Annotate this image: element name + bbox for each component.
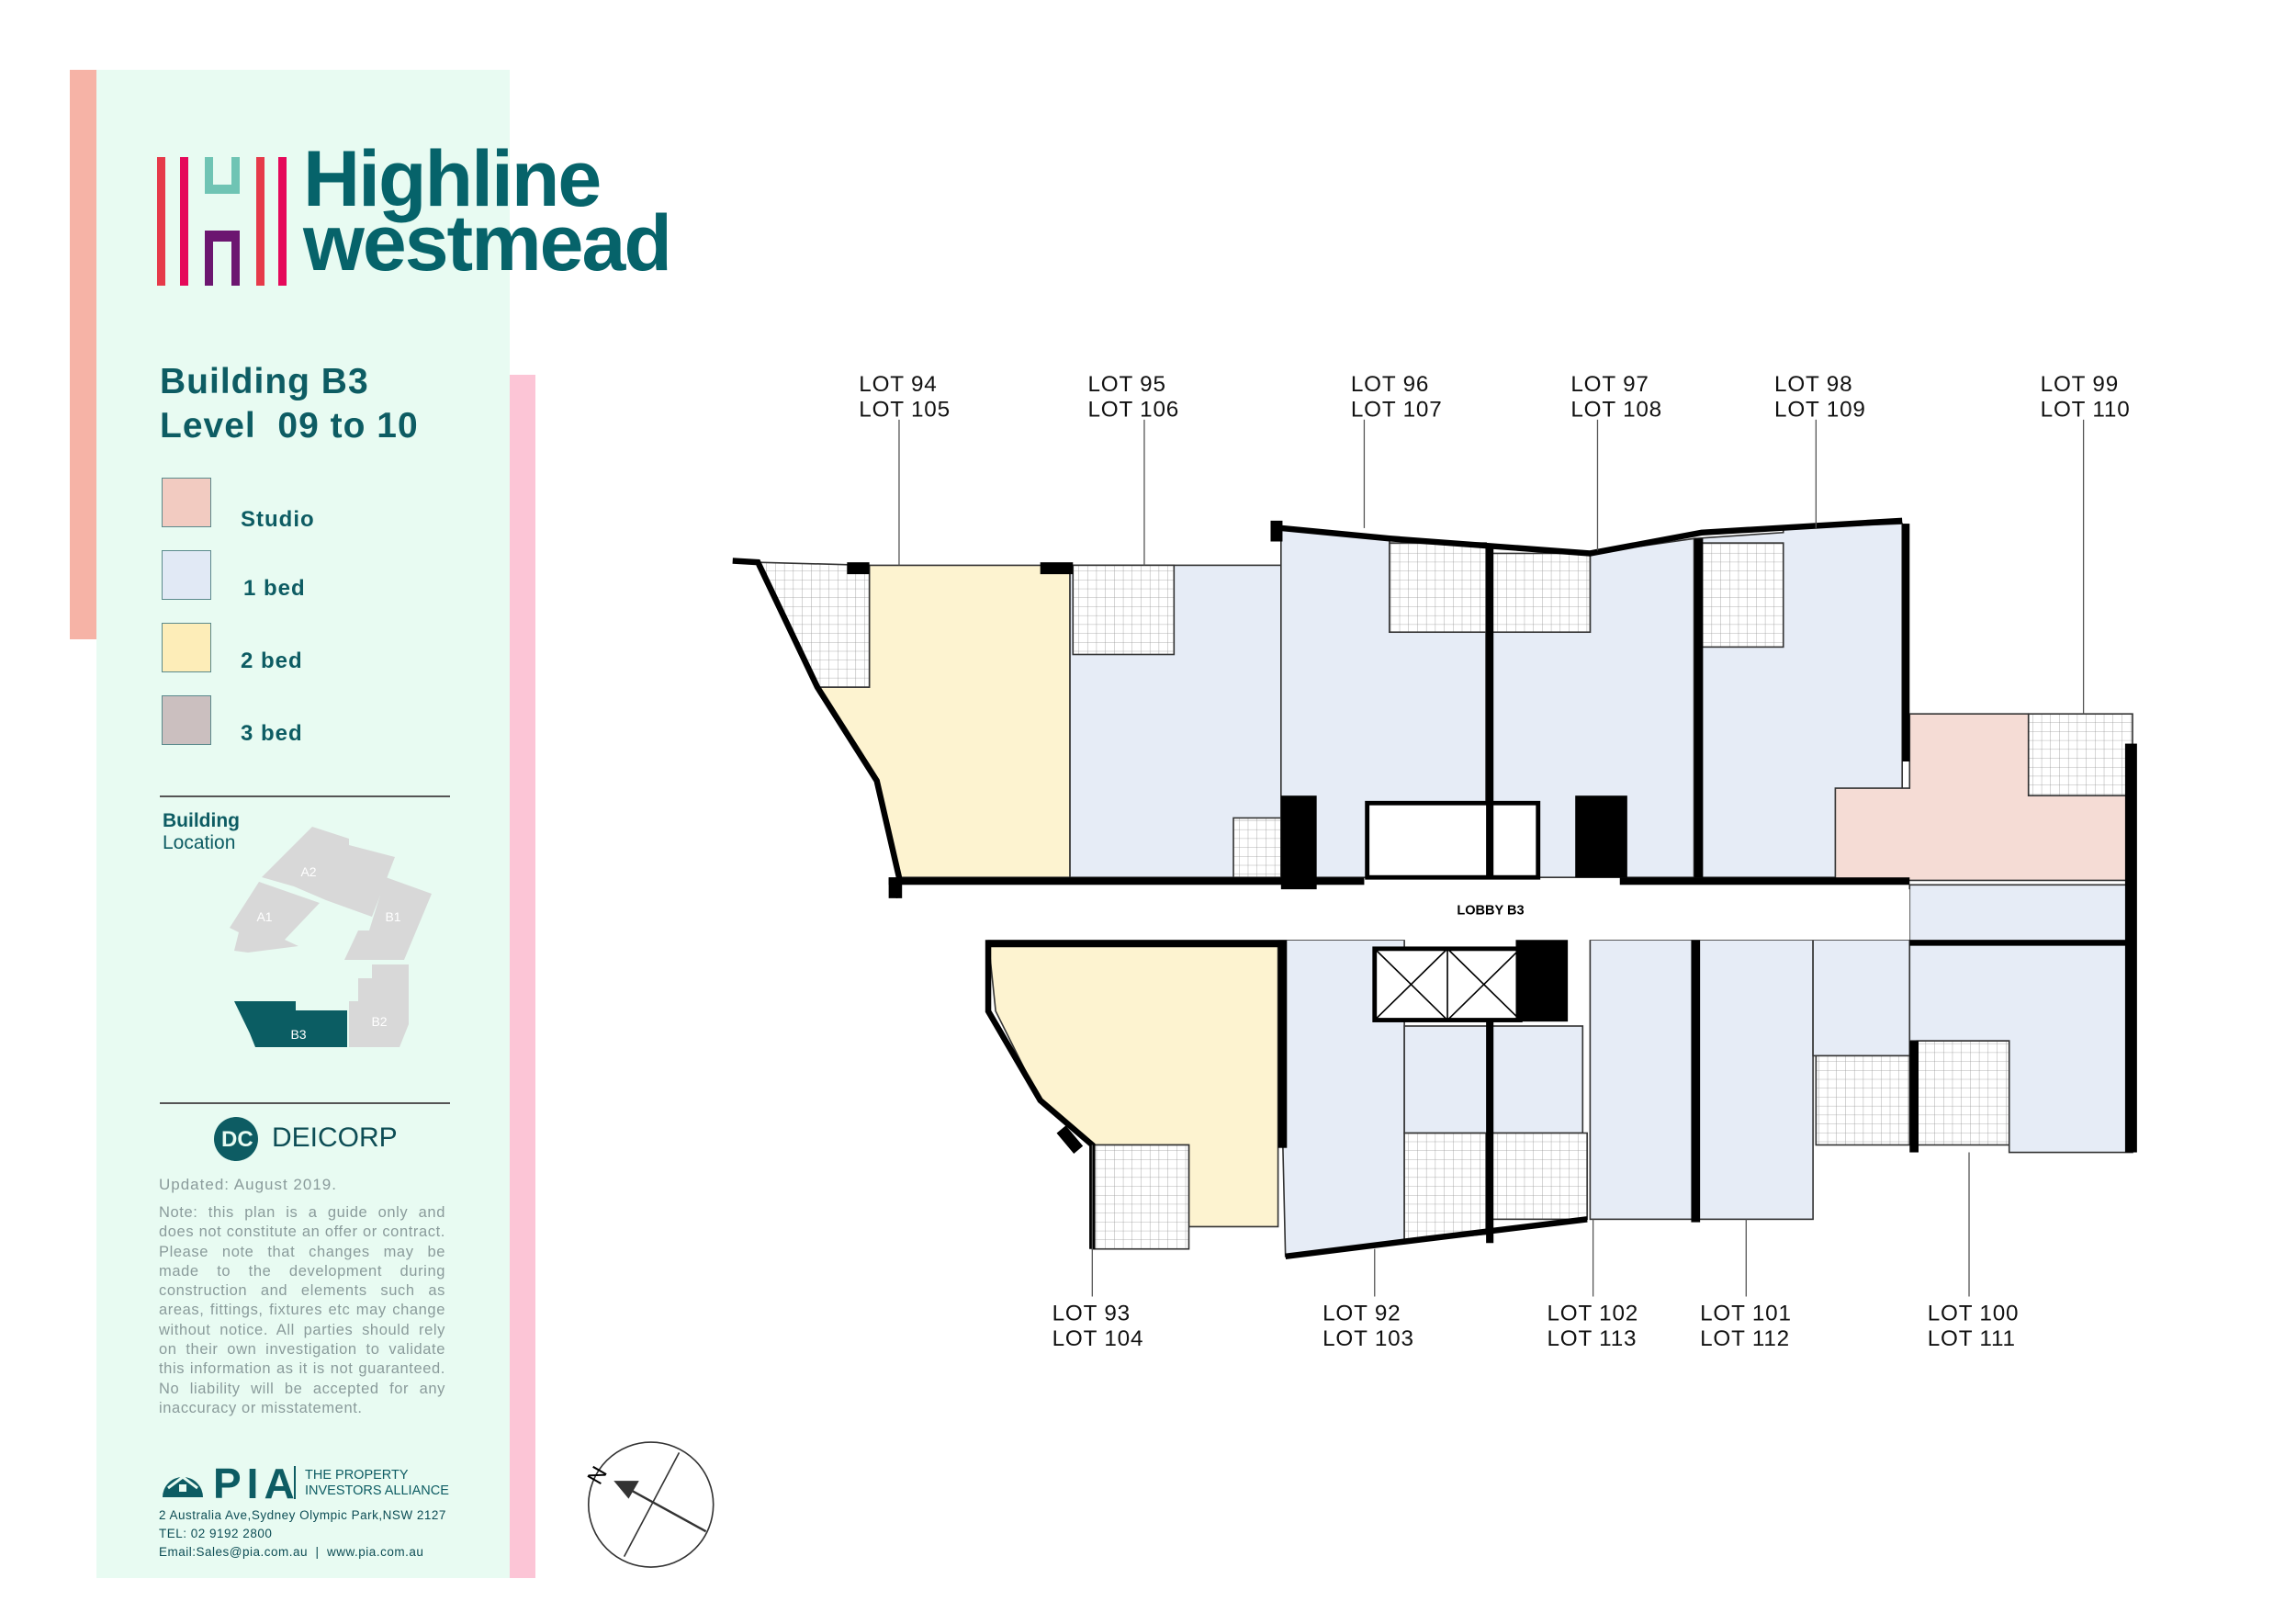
disclaimer-note: Note: this plan is a guide only and does… bbox=[159, 1204, 445, 1416]
compass-circle bbox=[587, 1441, 715, 1568]
map-label-A1: A1 bbox=[256, 909, 272, 924]
legend-label-1bed: 1 bed bbox=[243, 576, 306, 601]
info-panel bbox=[96, 70, 510, 1578]
map-label-B2: B2 bbox=[371, 1014, 387, 1029]
agent-phone: TEL: 02 9192 2800 bbox=[159, 1527, 273, 1540]
map-label-A2: A2 bbox=[300, 864, 316, 879]
legend-label-3bed: 3 bed bbox=[241, 721, 303, 746]
brand-wordmark: Highline westmead bbox=[303, 135, 672, 288]
deicorp-logo-icon: DC bbox=[214, 1117, 258, 1161]
highline-logo-mark bbox=[157, 157, 287, 286]
svg-text:DC: DC bbox=[221, 1127, 253, 1152]
location-title: Building bbox=[163, 810, 240, 831]
building-A1 bbox=[230, 882, 320, 953]
decor-strip-salmon bbox=[70, 70, 97, 639]
legend-swatch-studio bbox=[162, 478, 211, 527]
lot-label: LOT 106 bbox=[1087, 398, 1179, 423]
unit-lot-102-101-1bed[interactable] bbox=[1589, 939, 1814, 1221]
building-location-map: A2 A1 B1 B3 B2 bbox=[230, 827, 432, 1047]
legend-label-studio: Studio bbox=[241, 507, 315, 532]
building-B2 bbox=[349, 964, 409, 1047]
developer-name: DEICORP bbox=[272, 1122, 398, 1153]
lot-label: LOT 96 bbox=[1351, 372, 1429, 397]
lot-label: LOT 102 bbox=[1547, 1301, 1638, 1325]
pia-house-icon bbox=[163, 1475, 203, 1497]
walls bbox=[847, 520, 2137, 1244]
level-label: Level bbox=[160, 406, 256, 445]
agent-tagline: THE PROPERTY INVESTORS ALLIANCE bbox=[305, 1468, 449, 1499]
building-A2 bbox=[262, 827, 395, 917]
core bbox=[1365, 800, 1541, 1022]
agent-logo-separator bbox=[294, 1466, 296, 1499]
lot-label: LOT 113 bbox=[1547, 1326, 1637, 1351]
agent-tagline-line1: THE PROPERTY bbox=[305, 1468, 409, 1483]
lot-label: LOT 103 bbox=[1322, 1326, 1414, 1351]
lot-label: LOT 109 bbox=[1774, 398, 1866, 423]
lobby-area bbox=[980, 889, 1910, 941]
brand-line2: westmead bbox=[303, 199, 672, 288]
brand-line1: Highline bbox=[303, 135, 602, 223]
balconies bbox=[756, 542, 2133, 1250]
stairwell bbox=[1365, 800, 1541, 880]
map-label-B1: B1 bbox=[385, 909, 400, 924]
lot-label: LOT 94 bbox=[859, 372, 937, 397]
unit-bedroom bbox=[1812, 939, 1911, 1057]
lot-label: LOT 101 bbox=[1700, 1301, 1792, 1325]
agent-email-link[interactable]: Email:Sales@pia.com.au bbox=[159, 1545, 309, 1559]
map-label-B3: B3 bbox=[290, 1027, 306, 1042]
lot-label: LOT 104 bbox=[1052, 1326, 1144, 1351]
building-B1 bbox=[344, 877, 432, 960]
lot-label: LOT 99 bbox=[2041, 372, 2119, 397]
agent-address: 2 Australia Ave,Sydney Olympic Park,NSW … bbox=[159, 1508, 446, 1522]
legend-swatch-3bed bbox=[162, 695, 211, 745]
lot-label: LOT 98 bbox=[1774, 372, 1852, 397]
lot-label: LOT 107 bbox=[1351, 398, 1443, 423]
lot-label: LOT 105 bbox=[859, 398, 951, 423]
building-B3-highlight bbox=[234, 1001, 347, 1047]
lot-label: LOT 95 bbox=[1087, 372, 1165, 397]
lot-label: LOT 112 bbox=[1700, 1326, 1790, 1351]
divider bbox=[160, 1102, 450, 1104]
building-heading: Building B3 Level 09 to 10 bbox=[160, 360, 419, 448]
level-value: 09 to 10 bbox=[277, 406, 419, 445]
agent-tagline-line2: INVESTORS ALLIANCE bbox=[305, 1483, 449, 1498]
legend-label-2bed: 2 bed bbox=[241, 648, 303, 673]
updated-date: Updated: August 2019. bbox=[159, 1176, 337, 1193]
decor-strip-pink bbox=[510, 375, 535, 1578]
lot-label: LOT 97 bbox=[1570, 372, 1649, 397]
building-title: Building B3 bbox=[160, 362, 369, 401]
agent-logo-text: PIA bbox=[213, 1460, 300, 1507]
north-label: N bbox=[583, 1462, 613, 1489]
compass: N bbox=[583, 1441, 715, 1568]
lot-label: LOT 100 bbox=[1928, 1301, 2020, 1325]
legend-swatch-2bed bbox=[162, 623, 211, 672]
lot-label: LOT 93 bbox=[1052, 1301, 1131, 1325]
lot-label: LOT 111 bbox=[1928, 1326, 2016, 1351]
lot-label: LOT 110 bbox=[2041, 398, 2131, 423]
lobby-label: LOBBY B3 bbox=[1457, 904, 1524, 919]
agent-website-link[interactable]: www.pia.com.au bbox=[327, 1545, 424, 1559]
legend-swatch-1bed bbox=[162, 550, 211, 600]
lot-label: LOT 108 bbox=[1570, 398, 1662, 423]
location-subtitle: Location bbox=[163, 832, 236, 853]
lot-label: LOT 92 bbox=[1322, 1301, 1401, 1325]
divider bbox=[160, 795, 450, 797]
